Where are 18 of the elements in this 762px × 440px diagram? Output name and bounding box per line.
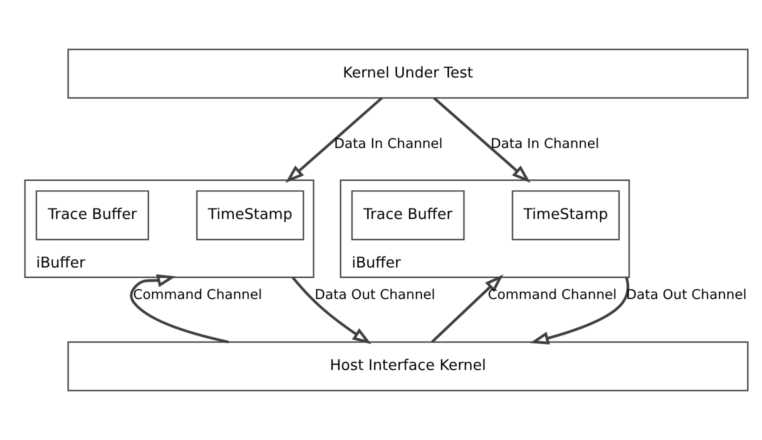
arrow [530,276,630,345]
edge-label: Data In Channel [490,136,600,152]
edge-label: Command Channel [488,286,617,303]
node-box: TimeStamp [196,190,304,240]
edge-label: Command Channel [133,286,262,303]
arrow [285,96,383,183]
edge-label: Data Out Channel [626,286,747,303]
arrow [433,96,531,183]
edge-label: Data Out Channel [314,286,436,303]
arrow [292,276,372,344]
arrow [130,274,229,344]
node-box: Host Interface Kernel [67,341,748,392]
node-box: TimeStamp [512,190,620,240]
node-box: Kernel Under Test [67,48,748,99]
arrow [431,274,504,344]
node-box: Trace Buffer [351,190,465,240]
node-box: Trace Buffer [36,190,150,240]
edge-label: Data In Channel [334,136,443,152]
